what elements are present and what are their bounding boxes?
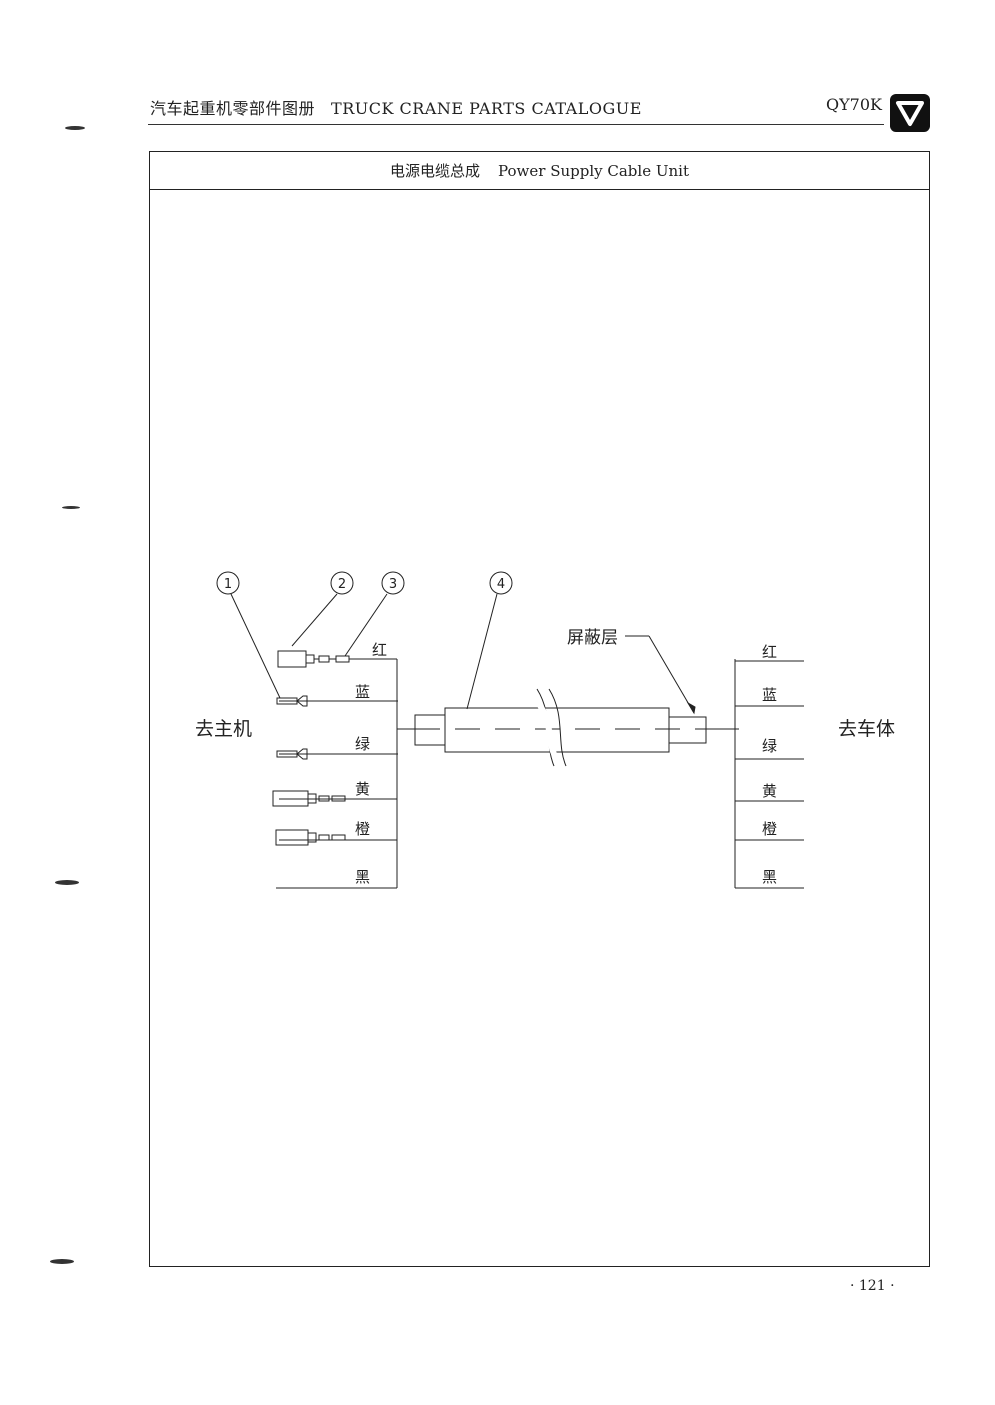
- scan-mark: [62, 506, 80, 509]
- wire-label-green-right: 绿: [762, 737, 777, 755]
- wire-label-yellow-right: 黄: [762, 782, 777, 800]
- catalogue-header: 汽车起重机零部件图册 TRUCK CRANE PARTS CATALOGUE: [150, 95, 642, 119]
- cable-diagram: 1 2 3 4: [195, 571, 895, 889]
- callout-4: 4: [466, 571, 513, 710]
- callout-2-label: 2: [338, 577, 346, 592]
- wire-label-yellow-left: 黄: [355, 780, 370, 798]
- callout-1: 1: [216, 571, 281, 699]
- figure-title-en: Power Supply Cable Unit: [498, 161, 689, 180]
- callout-4-label: 4: [497, 577, 505, 592]
- terminal-ring-large: [277, 650, 361, 668]
- left-destination-label: 去主机: [195, 718, 252, 740]
- callout-1-label: 1: [224, 577, 232, 592]
- wire-label-orange-right: 橙: [762, 820, 777, 838]
- wire-label-black-left: 黑: [355, 868, 370, 886]
- wire-label-black-right: 黑: [762, 868, 777, 886]
- scan-mark: [50, 1259, 74, 1264]
- page-number: · 121 ·: [850, 1278, 895, 1294]
- header-rule: [148, 124, 884, 125]
- wire-label-green-left: 绿: [355, 735, 370, 753]
- right-wire-labels: 红 蓝 绿 黄 橙 黑: [762, 643, 777, 886]
- figure-title-cn: 电源电缆总成: [390, 162, 481, 180]
- scan-mark: [65, 126, 85, 130]
- wire-label-blue-left: 蓝: [355, 683, 370, 701]
- callout-3-label: 3: [389, 577, 397, 592]
- wire-label-red-left: 红: [372, 641, 387, 659]
- left-wire-labels: 红 蓝 绿 黄 橙 黑: [355, 641, 387, 886]
- shield-label: 屏蔽层: [567, 628, 618, 648]
- wire-label-red-right: 红: [762, 643, 777, 661]
- figure-title: 电源电缆总成 Power Supply Cable Unit: [150, 152, 929, 190]
- right-destination-label: 去车体: [838, 718, 895, 740]
- cable-body: [414, 688, 739, 767]
- model-number: QY70K: [826, 95, 882, 114]
- callout-3: 3: [344, 571, 405, 657]
- right-wire-ladder: [734, 659, 804, 889]
- catalogue-title-en: TRUCK CRANE PARTS CATALOGUE: [331, 99, 642, 118]
- left-wire-ladder: [276, 658, 415, 889]
- catalogue-title-cn: 汽车起重机零部件图册: [150, 99, 316, 118]
- wire-label-blue-right: 蓝: [762, 686, 777, 704]
- figure-frame: 电源电缆总成 Power Supply Cable Unit: [149, 151, 930, 1267]
- callout-2: 2: [291, 571, 354, 647]
- wire-label-orange-left: 橙: [355, 820, 370, 838]
- shield-callout: 屏蔽层: [567, 628, 696, 715]
- scan-mark: [55, 880, 79, 885]
- terminal-ring-orange: [275, 829, 346, 846]
- brand-logo-icon: [890, 94, 930, 132]
